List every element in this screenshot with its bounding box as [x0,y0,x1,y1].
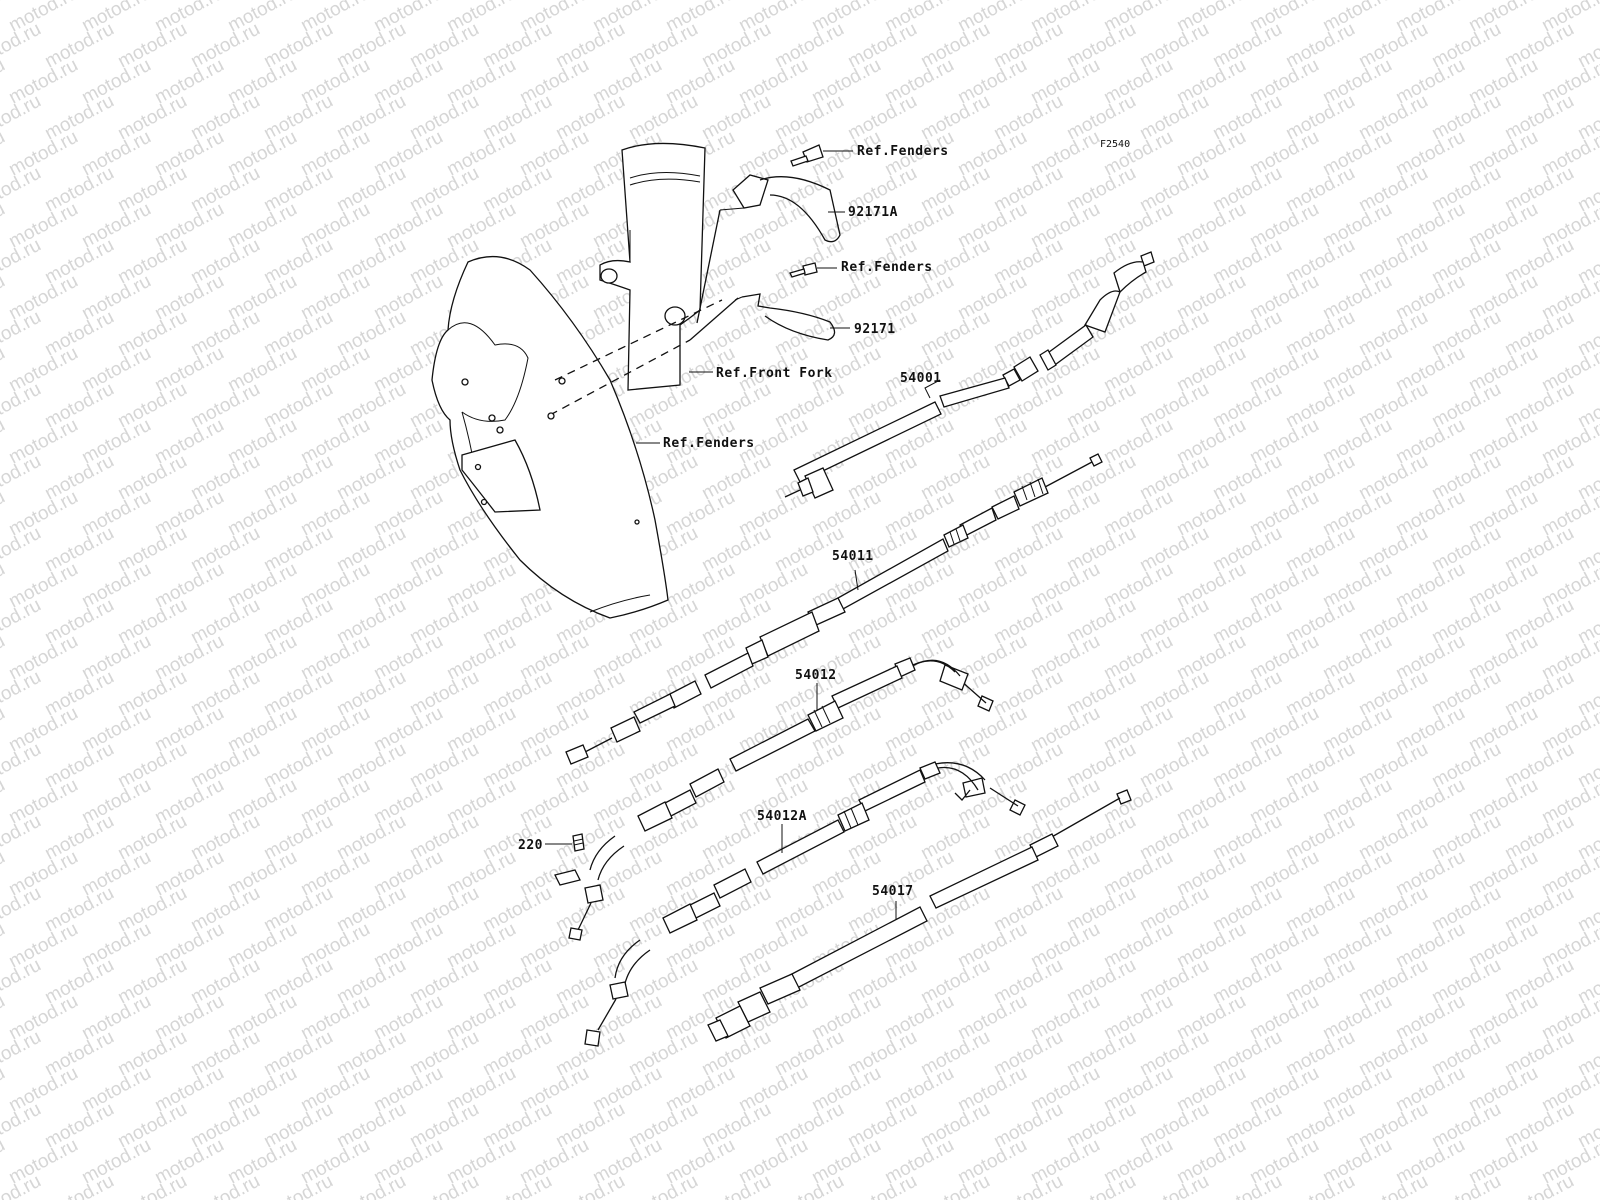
watermark-text: motod.ru [0,523,45,577]
watermark-text: motod.ru [1355,1171,1431,1200]
watermark-text: motod.ru [0,667,45,721]
watermark-text: motod.ru [0,631,9,685]
watermark-text: motod.ru [260,1171,336,1200]
watermark-text: motod.ru [0,739,45,793]
watermark-text: motod.ru [0,199,9,253]
watermark-text: motod.ru [0,1063,9,1117]
watermark-text: motod.ru [0,1027,45,1081]
watermark-text: motod.ru [771,1171,847,1200]
watermark-text: motod.ru [0,919,9,973]
label-220: 220 [518,838,543,853]
watermark-text: motod.ru [0,703,9,757]
watermark-text: motod.ru [917,1171,993,1200]
watermark-text: motod.ru [0,991,9,1045]
label-ref-fenders-top: Ref.Fenders [857,144,949,159]
watermark-text: motod.ru [0,343,9,397]
watermark-text: motod.ru [990,1171,1066,1200]
watermark-text: motod.ru [0,271,9,325]
watermark-text: motod.ru [625,1171,701,1200]
watermark-text: motod.ru [1282,1171,1358,1200]
label-54001: 54001 [900,371,942,386]
watermark-text: motod.ru [114,1171,190,1200]
watermark-text: motod.ru [1574,1171,1600,1200]
watermark-text: motod.ru [0,811,45,865]
watermark-text: motod.ru [187,1171,263,1200]
watermark-text: motod.ru [0,55,9,109]
watermark-text: motod.ru [0,1099,45,1153]
watermark-text: motod.ru [552,1171,628,1200]
watermark-text: motod.ru [0,19,45,73]
watermark-text: motod.ru [1136,1171,1212,1200]
label-ref-fenders-mid: Ref.Fenders [841,260,933,275]
watermark-text: motod.ru [1209,1171,1285,1200]
watermark-text: motod.ru [0,91,45,145]
watermark-text: motod.ru [1063,1171,1139,1200]
label-54017: 54017 [872,884,914,899]
watermark-text: motod.ru [0,451,45,505]
watermark-text: motod.ru [0,235,45,289]
watermark-text: motod.ru [0,883,45,937]
watermark-text: motod.ru [0,163,45,217]
label-92171a: 92171A [848,205,898,220]
watermark-text: motod.ru [1501,1171,1577,1200]
watermark-text: motod.ru [333,1171,409,1200]
watermark-text: motod.ru [0,487,9,541]
watermark-text: motod.ru [0,955,45,1009]
watermark-text: motod.ru [41,1171,117,1200]
watermark-text: motod.ru [844,1171,920,1200]
label-54012a: 54012A [757,809,807,824]
label-54012: 54012 [795,668,837,683]
label-92171: 92171 [854,322,896,337]
watermark-text: motod.ru [0,559,9,613]
diagram-code: F2540 [1100,139,1130,150]
screw-220 [572,833,585,852]
watermark-text: motod.ru [479,1171,555,1200]
watermark-text: motod.ru [1428,1171,1504,1200]
label-ref-front-fork: Ref.Front Fork [716,366,833,381]
watermark-text: motod.ru [0,307,45,361]
watermark-text: motod.ru [698,1171,774,1200]
label-54011: 54011 [832,549,874,564]
watermark-text: motod.ru [0,595,45,649]
label-ref-fenders-low: Ref.Fenders [663,436,755,451]
watermark-text: motod.ru [0,415,9,469]
watermark-text: motod.ru [0,847,9,901]
watermark-text: motod.ru [406,1171,482,1200]
watermark-text: motod.ru [0,1135,9,1189]
watermark-text: motod.ru [0,379,45,433]
watermark-text: motod.ru [0,775,9,829]
watermark-text: motod.ru [0,127,9,181]
